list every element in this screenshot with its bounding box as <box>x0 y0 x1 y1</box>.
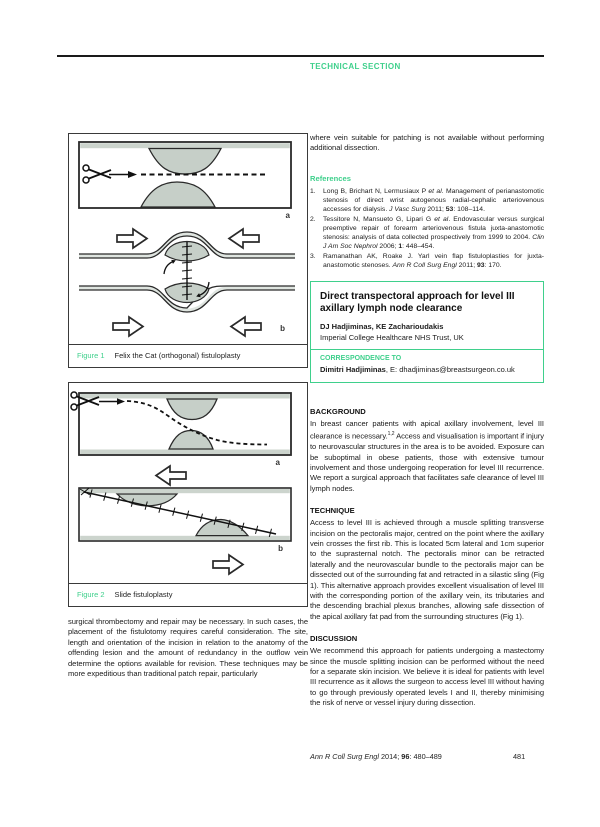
stenosis-hump-bottom <box>139 181 217 208</box>
left-column-paragraph: surgical thrombectomy and repair may be … <box>68 617 308 679</box>
flow-arrow-left-icon <box>229 315 262 338</box>
fig2-panel-b: b <box>78 487 292 576</box>
footer-citation: Ann R Coll Surg Engl 2014; 96: 480–489 <box>310 752 442 761</box>
figure-1-caption: Figure 1 Felix the Cat (orthogonal) fistu… <box>69 344 307 367</box>
vessel-top-wall <box>79 231 295 259</box>
discussion-heading: DISCUSSION <box>310 634 358 644</box>
stenosis-hump-top <box>166 398 218 421</box>
article-title: Direct transpectoral approach for level … <box>320 290 515 315</box>
stenosis-hump-bottom <box>195 518 250 537</box>
figure-2: a <box>68 382 308 607</box>
figure-1-diagram: a <box>78 141 295 338</box>
vessel-wall-strip <box>80 535 290 540</box>
flow-arrow-right-icon <box>116 227 149 250</box>
figure-1: a <box>68 133 308 368</box>
figure-2-caption-text: Slide fistuloplasty <box>114 590 173 599</box>
reference-text: Long B, Brichart N, Lermusiaux P et al. … <box>323 187 544 213</box>
flow-arrow-right-icon <box>112 315 145 338</box>
figure-2-label: Figure 2 <box>77 590 105 599</box>
fig1-panel-b: b <box>79 227 295 338</box>
vessel-wall-strip <box>80 143 290 149</box>
figure-2-caption: Figure 2 Slide fistuloplasty <box>69 583 307 606</box>
reference-item: 2. Tessitore N, Mansueto G, Lipari G et … <box>310 215 544 251</box>
correspondence-contact: , E: dhadjiminas@breastsurgeon.co.uk <box>385 364 515 374</box>
reference-text: Ramanathan AK, Roake J. Yarl vein flap f… <box>323 252 544 269</box>
flow-arrow-right-icon <box>212 553 245 576</box>
reference-item: 1. Long B, Brichart N, Lermusiaux P et a… <box>310 187 544 214</box>
curved-arrow-up-icon <box>163 259 176 275</box>
article-affiliation: Imperial College Healthcare NHS Trust, U… <box>320 332 464 342</box>
figure-1-label: Figure 1 <box>77 351 105 360</box>
reference-item: 3. Ramanathan AK, Roake J. Yarl vein fla… <box>310 252 544 270</box>
vessel-wall-strip <box>80 394 290 399</box>
panel-label-b: b <box>280 324 285 333</box>
article-authors: DJ Hadjiminas, KE Zacharioudakis <box>320 321 444 331</box>
panel-label-a: a <box>286 211 291 220</box>
technique-heading: TECHNIQUE <box>310 506 355 516</box>
vessel-bottom-wall <box>79 285 295 313</box>
suture-line <box>181 242 193 300</box>
fig1-panel-a: a <box>78 141 292 220</box>
left-column: a <box>68 133 308 679</box>
reference-number: 2. <box>310 215 316 223</box>
scissors-icon <box>82 164 112 184</box>
curved-arrow-down-icon <box>196 281 210 298</box>
flow-arrow-left-icon <box>154 464 187 487</box>
background-paragraph: In breast cancer patients with apical ax… <box>310 418 544 493</box>
scissors-icon <box>70 391 100 411</box>
correspondence-name: Dimitri Hadjiminas <box>320 364 386 374</box>
reference-number: 1. <box>310 187 316 195</box>
section-label: TECHNICAL SECTION <box>310 62 401 71</box>
incision-dashed-line <box>126 400 268 446</box>
figure-2-diagram: a <box>70 391 292 576</box>
fig2-panel-a: a <box>70 391 292 467</box>
reference-text: Tessitore N, Mansueto G, Lipari G et al.… <box>323 215 544 250</box>
technique-paragraph: Access to level III is achieved through … <box>310 518 544 621</box>
page-number: 481 <box>513 752 526 761</box>
header-rule <box>57 55 544 57</box>
references-heading: References <box>310 173 351 183</box>
flow-arrow-left-icon <box>227 227 260 250</box>
correspondence-block: CORRESPONDENCE TO Dimitri Hadjiminas, E:… <box>311 348 543 382</box>
intro-paragraph: where vein suitable for patching is not … <box>310 133 544 153</box>
panel-label-b: b <box>278 544 283 553</box>
article-header-box: Direct transpectoral approach for level … <box>310 280 544 383</box>
vessel-wall-strip <box>80 449 290 454</box>
background-heading: BACKGROUND <box>310 406 366 416</box>
right-column: where vein suitable for patching is not … <box>310 133 544 709</box>
references-list: 1. Long B, Brichart N, Lermusiaux P et a… <box>310 187 544 270</box>
discussion-paragraph: We recommend this approach for patients … <box>310 646 544 708</box>
correspondence-label: CORRESPONDENCE TO <box>320 354 402 362</box>
cut-direction-arrow-icon <box>109 171 137 178</box>
cut-direction-arrow-icon <box>99 398 125 405</box>
suture-line <box>79 487 277 538</box>
panel-label-a: a <box>276 458 281 467</box>
figure-1-caption-text: Felix the Cat (orthogonal) fistuloplasty <box>114 351 241 360</box>
citation-superscript: 1,2 <box>387 431 395 438</box>
vessel-wall-strip <box>80 489 290 494</box>
correspondence-line: Dimitri Hadjiminas, E: dhadjiminas@breas… <box>320 365 534 374</box>
reference-number: 3. <box>310 252 316 260</box>
